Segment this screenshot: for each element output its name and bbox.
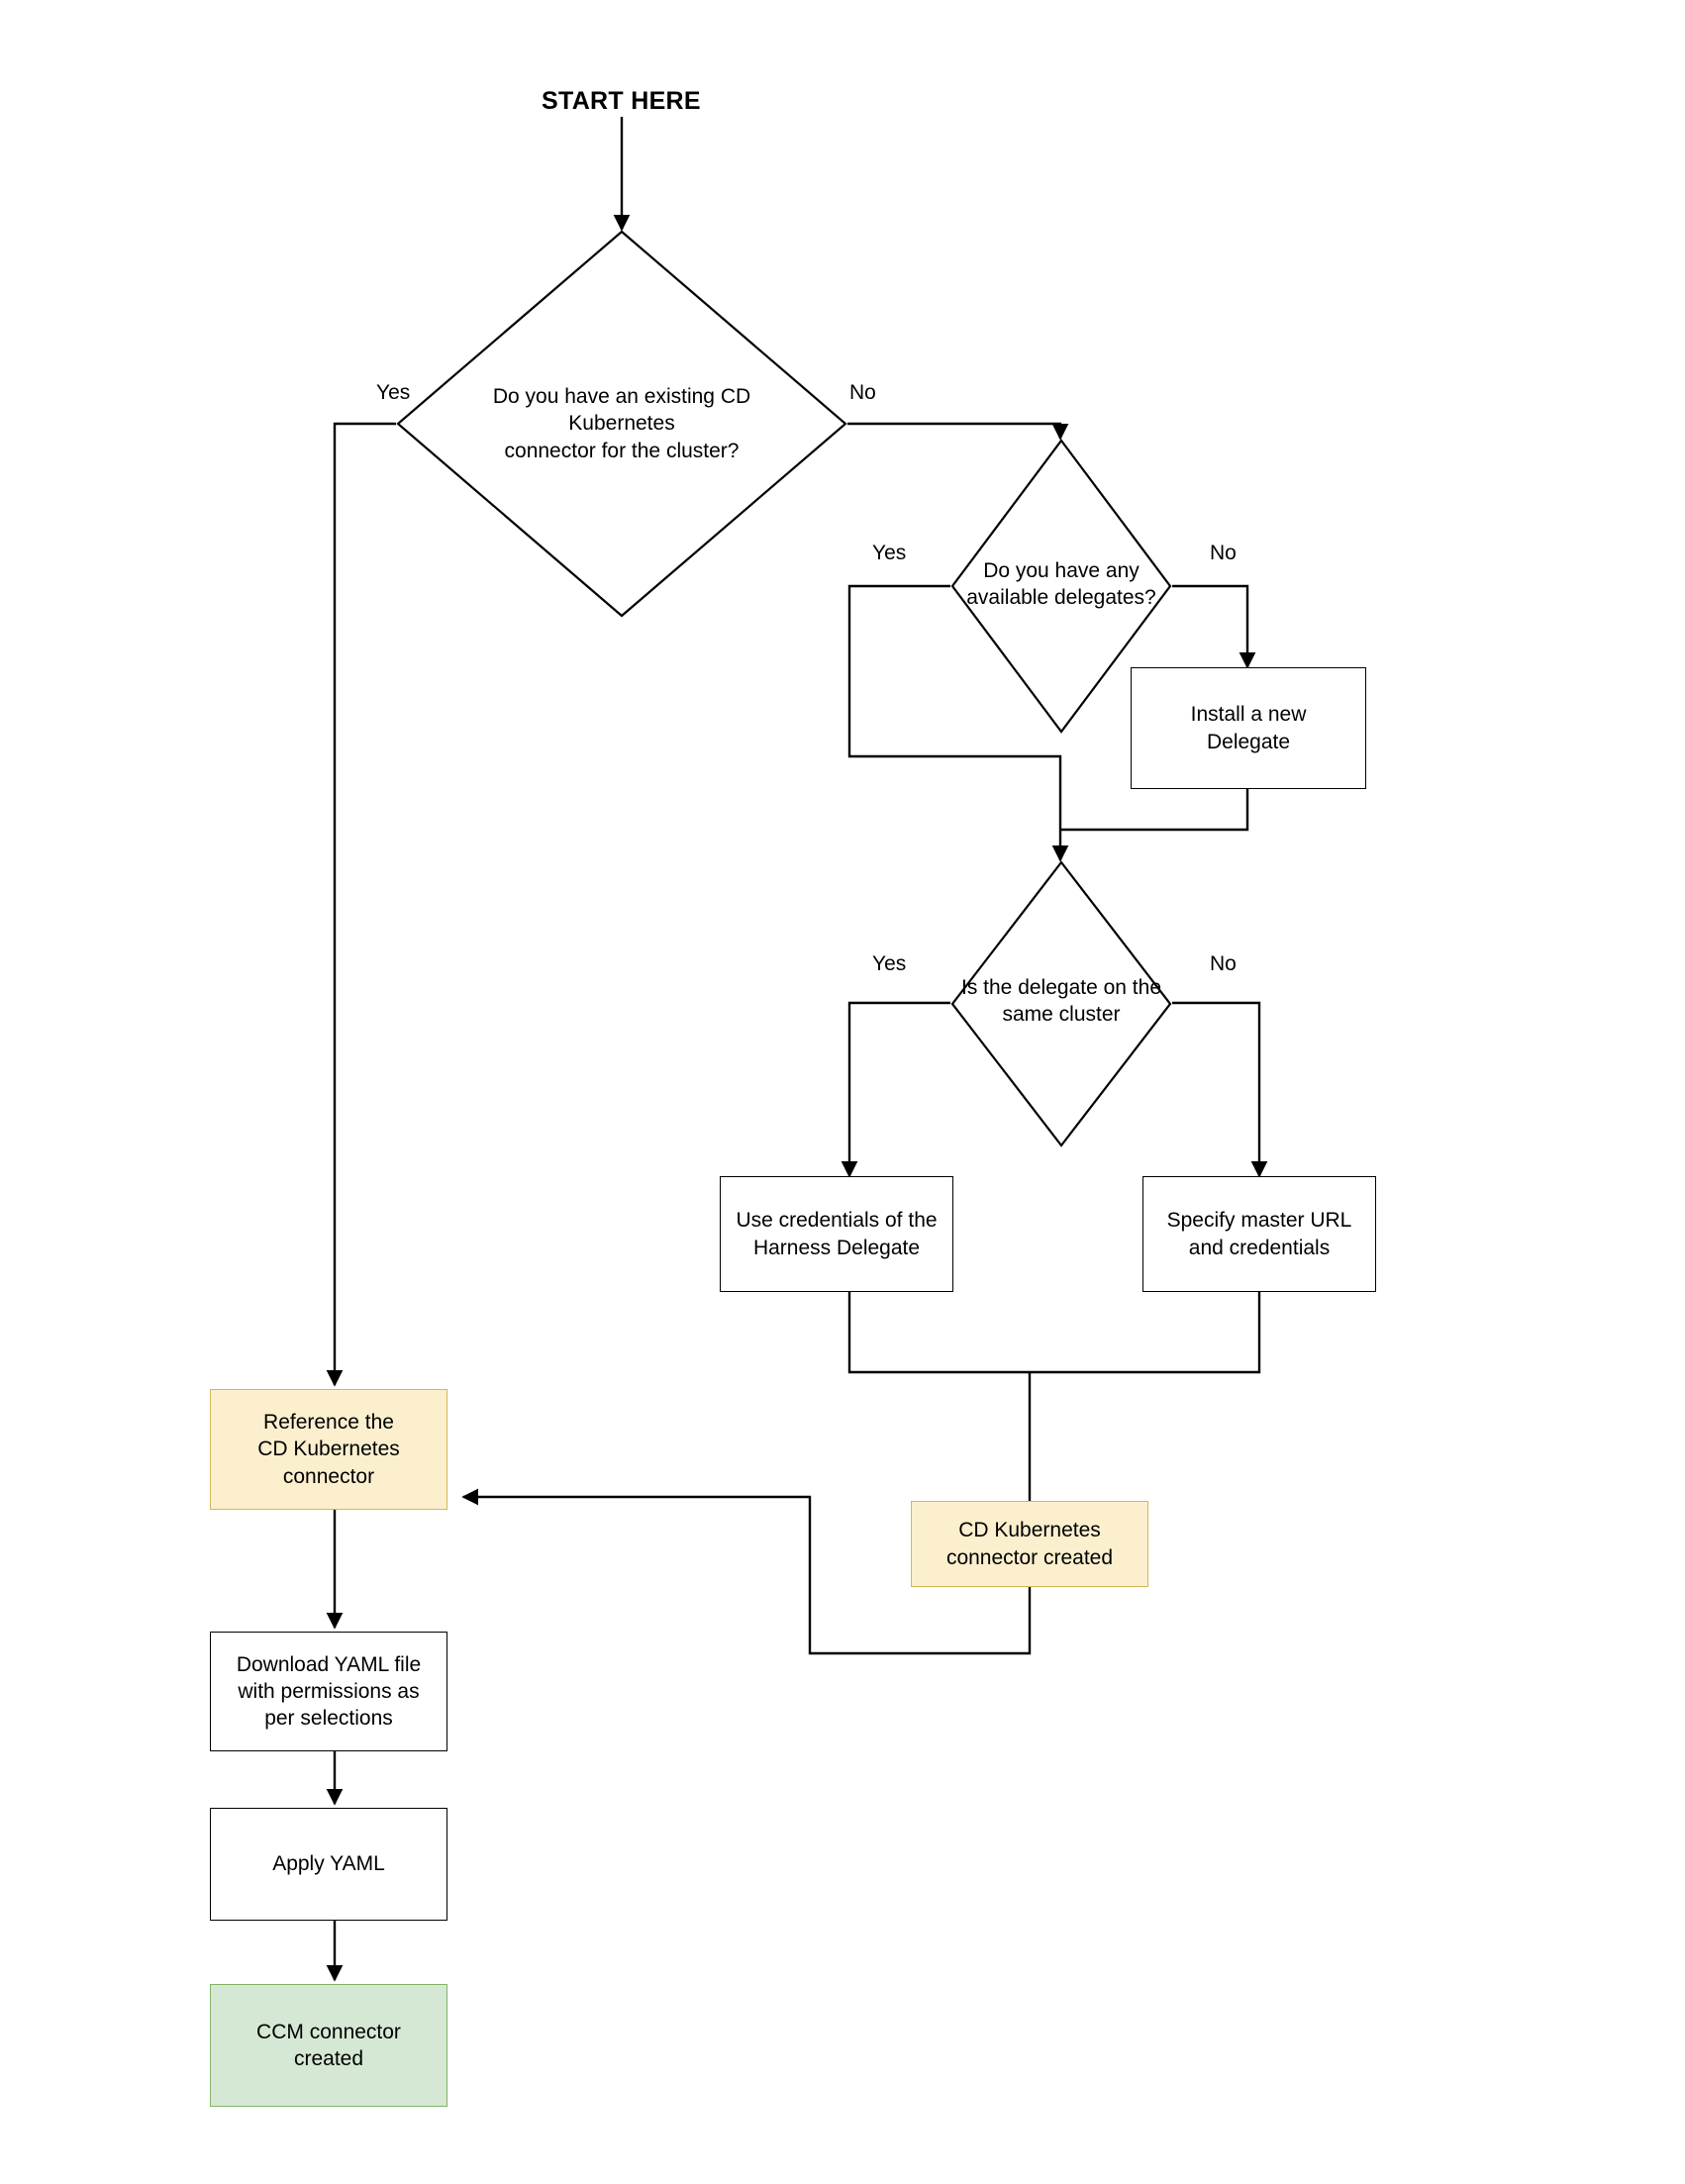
diamond-shape-3	[950, 860, 1172, 1147]
status-cd-connector-created[interactable]: CD Kubernetes connector created	[911, 1501, 1148, 1587]
step-download-yaml[interactable]: Download YAML file with permissions as p…	[210, 1632, 447, 1751]
edge-master-merge	[1030, 1292, 1261, 1374]
edge-d3-no	[1172, 1001, 1268, 1178]
edge-install-to-d3	[1060, 789, 1249, 832]
page-title: START HERE	[542, 87, 701, 115]
edge-d1-yes	[326, 422, 396, 1387]
decision-available-delegates[interactable]	[950, 439, 1172, 734]
status-ccm-connector-created[interactable]: CCM connector created	[210, 1984, 447, 2107]
edge-label-d3-yes: Yes	[872, 952, 907, 975]
edge-label-d3-no: No	[1210, 952, 1237, 975]
edge-label-d2-yes: Yes	[872, 542, 907, 564]
step-use-delegate-credentials[interactable]: Use credentials of the Harness Delegate	[720, 1176, 953, 1292]
edge-label-d2-no: No	[1210, 542, 1237, 564]
decision-existing-cd-connector[interactable]	[396, 230, 847, 618]
edge-usecreds-merge	[847, 1292, 1030, 1374]
diamond-shape-2	[950, 439, 1172, 734]
edge-d3-yes	[841, 1001, 950, 1178]
edge-d1-no	[847, 422, 1069, 441]
step-reference-cd-connector[interactable]: Reference the CD Kubernetes connector	[210, 1389, 447, 1510]
edge-label-d1-no: No	[849, 381, 876, 404]
step-install-new-delegate[interactable]: Install a new Delegate	[1131, 667, 1366, 789]
diamond-shape-1	[396, 230, 847, 618]
edge-label-d1-yes: Yes	[376, 381, 411, 404]
edge-d2-no	[1172, 584, 1256, 669]
step-specify-master-url[interactable]: Specify master URL and credentials	[1142, 1176, 1376, 1292]
step-apply-yaml[interactable]: Apply YAML	[210, 1808, 447, 1921]
decision-delegate-same-cluster[interactable]	[950, 860, 1172, 1147]
